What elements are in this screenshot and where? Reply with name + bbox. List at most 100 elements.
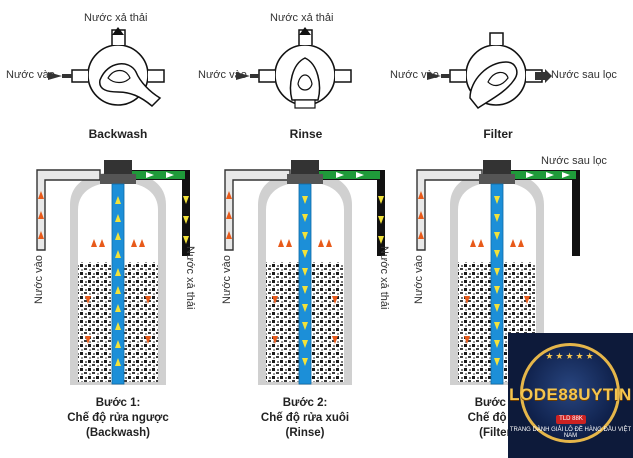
valve-backwash (48, 27, 165, 108)
riser-flow-arrow (115, 196, 121, 204)
inlet-flow-arrow (418, 231, 424, 239)
riser-flow-arrow (494, 196, 500, 204)
bed-flow-arrow (139, 239, 145, 247)
bed-flow-arrow (145, 296, 151, 304)
step1-mode: Chế độ rửa ngược (67, 412, 169, 424)
riser-flow-arrow (302, 250, 308, 258)
inlet-flow-arrow (226, 211, 232, 219)
valve-filter (427, 32, 552, 110)
riser-flow-arrow (115, 358, 121, 366)
drain-flow-arrow (183, 236, 189, 244)
step1-title: Bước 1: (95, 397, 141, 409)
valve1-left-label: Nước vào (6, 69, 55, 81)
bed-flow-arrow (518, 239, 524, 247)
drain-flow-arrow (378, 196, 384, 204)
bed-flow-arrow (318, 239, 324, 247)
drain-flow-arrow (378, 216, 384, 224)
riser-flow-arrow (302, 304, 308, 312)
logo-badge-tag: TLD 88K (556, 415, 586, 424)
outlet-flow-arrow (166, 172, 174, 178)
drain-flow-arrow (183, 196, 189, 204)
valve2-mode-label: Rinse (289, 127, 323, 141)
valve3-right-label: Nước sau lọc (551, 69, 617, 81)
bed-flow-arrow (478, 239, 484, 247)
bed-flow-arrow (272, 336, 278, 344)
bed-flow-arrow (145, 336, 151, 344)
bed-flow-arrow (464, 296, 470, 304)
bed-flow-arrow (278, 239, 284, 247)
riser-flow-arrow (494, 340, 500, 348)
step1-mode-en: (Backwash) (86, 427, 150, 439)
inlet-flow-arrow (226, 231, 232, 239)
riser-flow-arrow (115, 322, 121, 330)
inlet-flow-arrow (418, 191, 424, 199)
riser-flow-arrow (494, 304, 500, 312)
bed-flow-arrow (91, 239, 97, 247)
riser-flow-arrow (302, 322, 308, 330)
tank3-inlet-label: Nước vào (413, 255, 425, 304)
riser-flow-arrow (302, 232, 308, 240)
bed-flow-arrow (326, 239, 332, 247)
logo-stars-icon: ★★★★★ (545, 351, 596, 361)
valve2-left-label: Nước vào (198, 69, 247, 81)
bed-flow-arrow (85, 336, 91, 344)
tank3-outlet-label: Nước sau lọc (541, 155, 607, 167)
inlet-flow-arrow (418, 211, 424, 219)
inlet-flow-arrow (38, 191, 44, 199)
outlet-flow-arrow (546, 172, 554, 178)
bed-flow-arrow (131, 239, 137, 247)
riser-flow-arrow (494, 286, 500, 294)
outlet-flow-arrow (356, 172, 364, 178)
inlet-flow-arrow (38, 211, 44, 219)
bed-flow-arrow (272, 296, 278, 304)
drain-flow-arrow (378, 236, 384, 244)
bed-flow-arrow (332, 296, 338, 304)
outlet-flow-arrow (562, 172, 570, 178)
bed-flow-arrow (510, 239, 516, 247)
step2-title: Bước 2: (282, 397, 328, 409)
logo-brand: LODE88UYTIN (509, 385, 632, 404)
inlet-flow-arrow (38, 231, 44, 239)
step2-caption: Bước 2: Chế độ rửa xuôi (Rinse) (235, 396, 375, 441)
valve3-left-label: Nước vào (390, 69, 439, 81)
step2-mode-en: (Rinse) (285, 427, 325, 439)
riser-flow-arrow (494, 232, 500, 240)
bed-flow-arrow (332, 336, 338, 344)
valve1-top-label: Nước xả thải (84, 12, 148, 24)
riser-flow-arrow (115, 286, 121, 294)
riser-flow-arrow (494, 268, 500, 276)
tank2-inlet-label: Nước vào (221, 255, 233, 304)
bed-flow-arrow (85, 296, 91, 304)
tank1-outlet-label: Nước xả thải (184, 246, 196, 310)
riser-flow-arrow (302, 196, 308, 204)
inlet-flow-arrow (226, 191, 232, 199)
outlet-flow-arrow (336, 172, 344, 178)
riser-flow-arrow (115, 250, 121, 258)
logo-tagline: TRANG DÀNH GIẢI LÔ ĐỀ HÀNG ĐẦU VIỆT NAM (509, 427, 632, 439)
valve-rinse (236, 27, 352, 109)
bed-flow-arrow (464, 336, 470, 344)
watermark-logo: ★★★★★ LODE88UYTIN TLD 88K TRANG DÀNH GIẢ… (508, 333, 633, 458)
riser-flow-arrow (494, 322, 500, 330)
valve3-mode-label: Filter (483, 127, 513, 141)
riser-flow-arrow (302, 268, 308, 276)
riser-flow-arrow (115, 214, 121, 222)
tank2-outlet-label: Nước xả thải (378, 246, 390, 310)
step1-caption: Bước 1: Chế độ rửa ngược (Backwash) (48, 396, 188, 441)
bed-flow-arrow (286, 239, 292, 247)
drain-flow-arrow (183, 216, 189, 224)
riser-flow-arrow (115, 268, 121, 276)
riser-flow-arrow (115, 304, 121, 312)
valve1-mode-label: Backwash (88, 127, 148, 141)
riser-flow-arrow (115, 340, 121, 348)
riser-flow-arrow (302, 340, 308, 348)
riser-flow-arrow (494, 250, 500, 258)
outlet-flow-arrow (146, 172, 154, 178)
riser-flow-arrow (494, 214, 500, 222)
logo-ring (520, 343, 620, 443)
bed-flow-arrow (524, 296, 530, 304)
riser-flow-arrow (302, 358, 308, 366)
bed-flow-arrow (470, 239, 476, 247)
